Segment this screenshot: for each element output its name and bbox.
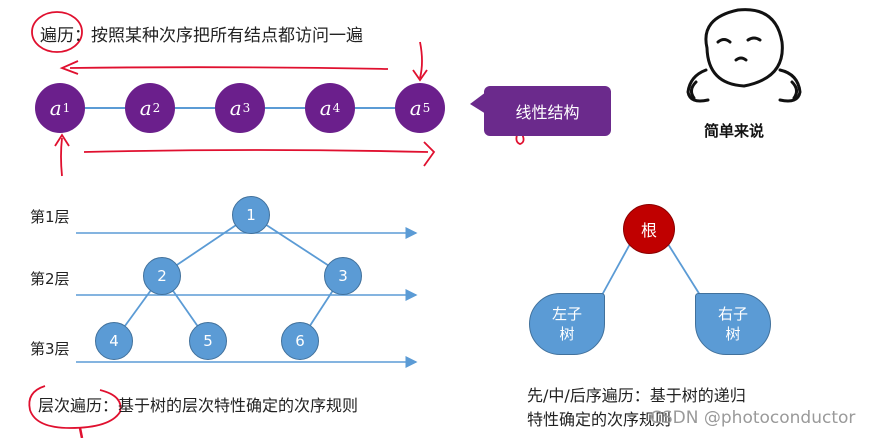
annotation-circle-traverse bbox=[31, 11, 83, 53]
tree-node-2: 2 bbox=[143, 257, 181, 295]
dfs-description-line2: 特性确定的次序规则 bbox=[527, 410, 672, 429]
thinking-face-icon bbox=[686, 8, 802, 103]
annotation-mark-bottom bbox=[78, 427, 84, 438]
annotation-circle-level bbox=[28, 385, 122, 429]
annotation-arrow-forward bbox=[83, 149, 429, 153]
annotation-mark-callout bbox=[515, 131, 525, 145]
traverse-definition: 遍历：按照某种次序把所有结点都访问一遍 bbox=[40, 21, 363, 46]
annotation-arrow-down bbox=[419, 41, 423, 79]
left-subtree-node: 左子 树 bbox=[529, 293, 605, 355]
tree-node-6: 6 bbox=[281, 322, 319, 360]
emoji-caption: 简单来说 bbox=[704, 122, 765, 140]
root-node: 根 bbox=[623, 204, 675, 254]
tree-node-3: 3 bbox=[324, 257, 362, 295]
dfs-description-line1: 先/中/后序遍历：基于树的递归 bbox=[527, 386, 746, 405]
level-label-3: 第3层 bbox=[30, 340, 70, 358]
level-traversal-text: ：基于树的层次特性确定的次序规则 bbox=[102, 396, 359, 415]
root-right-edge bbox=[667, 243, 701, 296]
right-subtree-node: 右子 树 bbox=[695, 293, 771, 355]
callout-pointer bbox=[470, 92, 486, 114]
linear-structure-callout: 线性结构 bbox=[484, 86, 611, 136]
traverse-text: ：按照某种次序把所有结点都访问一遍 bbox=[74, 26, 363, 46]
annotation-arrow-return bbox=[69, 66, 389, 70]
level-label-2: 第2层 bbox=[30, 270, 70, 288]
level-label-1: 第1层 bbox=[30, 208, 70, 226]
level-traversal-description: 层次遍历：基于树的层次特性确定的次序规则 bbox=[38, 392, 358, 416]
annotation-arrow-up bbox=[60, 137, 63, 177]
tree-node-1: 1 bbox=[232, 196, 270, 234]
tree-node-4: 4 bbox=[95, 322, 133, 360]
tree-node-5: 5 bbox=[189, 322, 227, 360]
watermark: CSDN @photoconductor bbox=[650, 408, 856, 428]
root-left-edge bbox=[601, 243, 631, 296]
traverse-term: 遍历 bbox=[40, 26, 74, 46]
level-traversal-term: 层次遍历 bbox=[38, 396, 103, 415]
